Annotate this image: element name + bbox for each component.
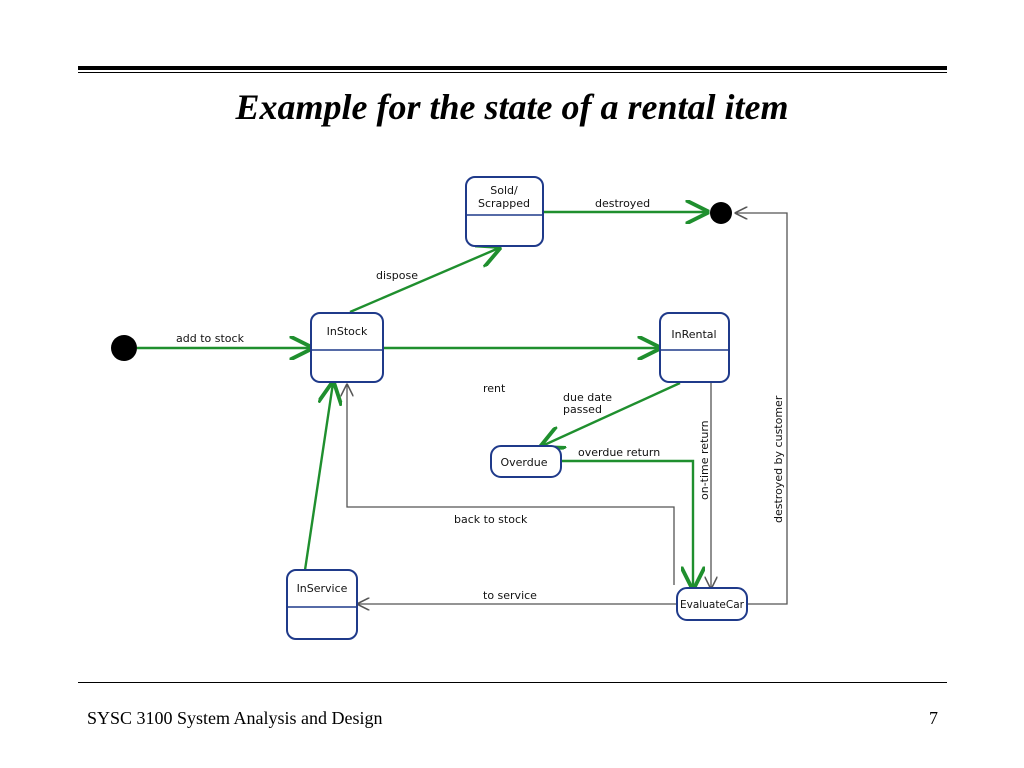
label-overdue-return: overdue return — [578, 446, 660, 459]
transition-destroyed-by-customer — [736, 213, 788, 605]
initial-node — [111, 335, 137, 361]
state-inservice: InService — [286, 569, 358, 640]
transition-service-to-stock — [303, 383, 333, 571]
label-dispose: dispose — [376, 269, 418, 282]
label-destroyed-by-customer: destroyed by customer — [772, 395, 785, 523]
state-sold-label-line2: Scrapped — [478, 197, 530, 210]
state-inrental-label: InRental — [671, 328, 716, 341]
state-instock-label: InStock — [327, 325, 368, 338]
footer-course: SYSC 3100 System Analysis and Design — [87, 708, 383, 728]
final-node — [710, 202, 732, 224]
top-rule-thin — [78, 72, 947, 73]
footer-rule — [78, 682, 947, 683]
page-number: 7 — [929, 708, 938, 728]
state-instock: InStock — [310, 312, 384, 383]
state-inrental: InRental — [659, 312, 730, 383]
state-overdue: Overdue — [490, 445, 562, 478]
label-rent: rent — [483, 382, 506, 395]
top-rule-thick — [78, 66, 947, 70]
transition-due-date-passed — [542, 381, 681, 446]
state-evaluate: EvaluateCar — [676, 587, 748, 621]
state-sold-scrapped: Sold/ Scrapped — [465, 176, 544, 247]
state-sold-label-line1: Sold/ — [490, 184, 518, 197]
label-due-date-passed-line1: due date — [563, 391, 612, 404]
label-add-to-stock: add to stock — [176, 332, 245, 345]
slide-title: Example for the state of a rental item — [235, 87, 789, 127]
transition-dispose — [349, 248, 499, 314]
label-destroyed: destroyed — [595, 197, 650, 210]
transition-back-to-stock — [347, 385, 675, 585]
state-overdue-label: Overdue — [501, 456, 548, 469]
state-evaluate-label: EvaluateCar — [680, 598, 744, 611]
transition-overdue-return — [561, 459, 693, 588]
label-back-to-stock: back to stock — [454, 513, 528, 526]
label-to-service: to service — [483, 589, 537, 602]
label-due-date-passed-line2: passed — [563, 403, 602, 416]
state-inservice-label: InService — [297, 582, 348, 595]
label-on-time-return: on-time return — [698, 420, 711, 500]
